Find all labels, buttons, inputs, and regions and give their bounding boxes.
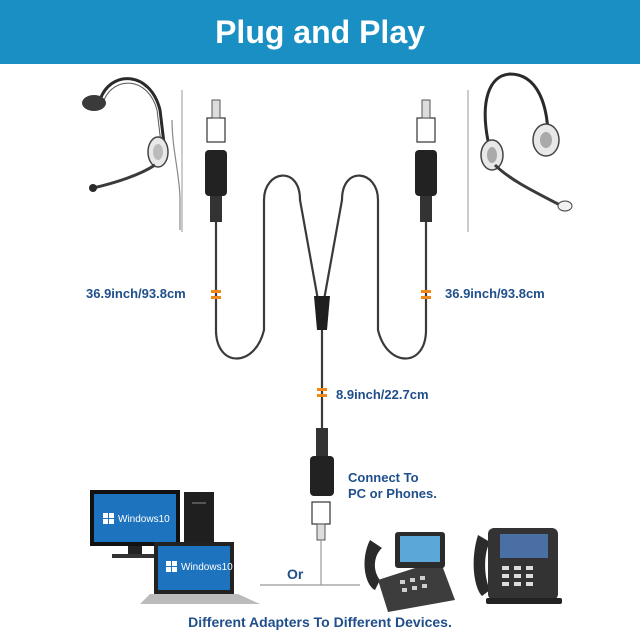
page-title: Plug and Play bbox=[215, 13, 425, 50]
laptop-os-label: Windows10 bbox=[181, 562, 233, 573]
y-splitter-icon bbox=[314, 296, 330, 330]
connect-line-1: Connect To bbox=[348, 470, 419, 485]
desktop-os-label: Windows10 bbox=[118, 514, 170, 525]
title-banner: Plug and Play bbox=[0, 0, 640, 64]
ip-phone-icon bbox=[364, 532, 455, 612]
bottom-qd-connector-icon bbox=[260, 428, 360, 586]
qd-connector-icon bbox=[205, 99, 437, 222]
middle-cable-length: 8.9inch/22.7cm bbox=[336, 387, 429, 402]
ip-phone-icon-2 bbox=[473, 528, 562, 604]
length-markers bbox=[211, 290, 431, 397]
y-cable bbox=[214, 174, 428, 430]
headset-right-icon bbox=[480, 72, 573, 212]
or-label: Or bbox=[287, 566, 304, 582]
laptop-icon: Windows10 bbox=[140, 542, 260, 604]
headset-left-icon bbox=[82, 77, 169, 192]
connect-line-2: PC or Phones. bbox=[348, 486, 437, 501]
footer-caption: Different Adapters To Different Devices. bbox=[188, 614, 452, 630]
left-cable-length: 36.9inch/93.8cm bbox=[86, 286, 186, 301]
right-cable-length: 36.9inch/93.8cm bbox=[445, 286, 545, 301]
left-headset-wire bbox=[171, 119, 181, 230]
connect-note: Connect To PC or Phones. bbox=[348, 470, 437, 502]
